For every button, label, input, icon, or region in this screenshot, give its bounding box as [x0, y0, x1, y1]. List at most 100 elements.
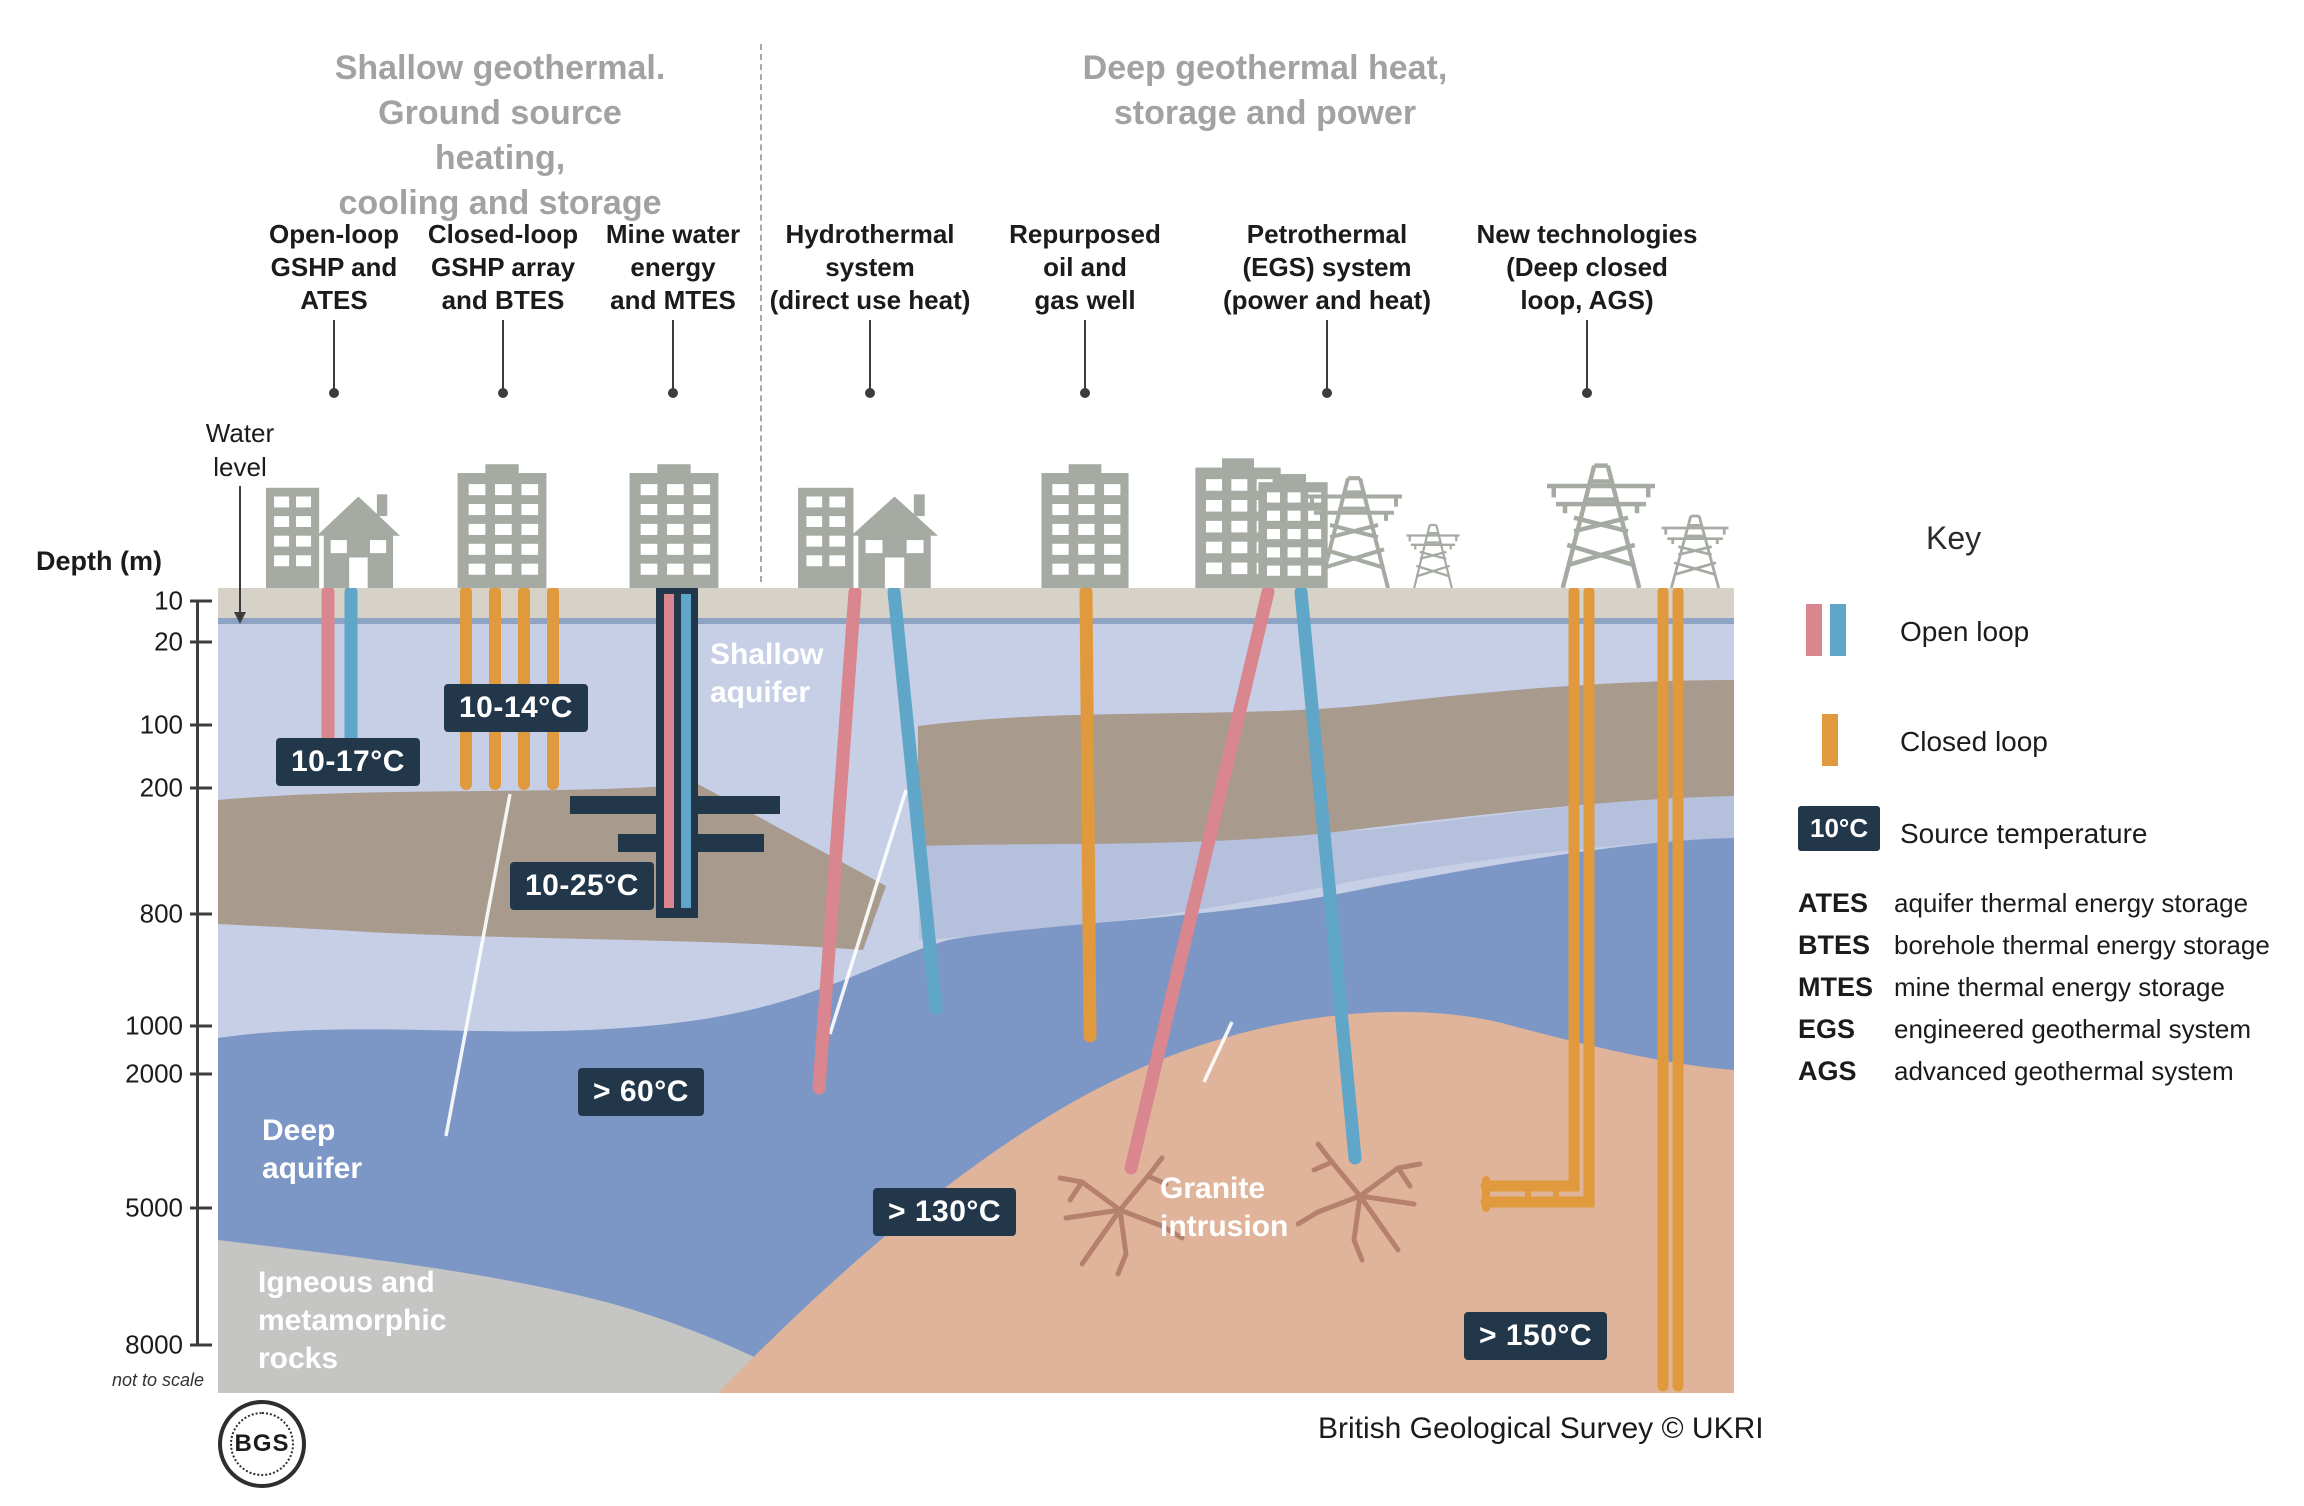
- abbreviation: ATES: [1798, 888, 1869, 918]
- leader-dot: [1080, 388, 1090, 398]
- ground-surface-layer: [218, 588, 1734, 618]
- open-loop-cool-swatch: [1830, 604, 1846, 656]
- depth-tick: 1000: [100, 1011, 212, 1042]
- temp-badge-open-loop: 10-17°C: [276, 738, 420, 786]
- water-table-line: [218, 618, 1734, 624]
- depth-tick: 10: [100, 586, 212, 617]
- abbreviation-row: AGS advanced geothermal system: [1798, 1056, 2298, 1087]
- depth-tick: 2000: [100, 1059, 212, 1090]
- open-loop-key-label: Open loop: [1900, 616, 2030, 647]
- leader-line: [333, 320, 335, 392]
- deep-closed-loop-pipe: [1480, 586, 1580, 1192]
- depth-tick-label: 5000: [125, 1192, 183, 1223]
- depth-tick-mark: [190, 786, 212, 790]
- tech-closed-loop-gshp: Closed-loop GSHP array and BTES: [388, 218, 618, 398]
- tech-new-technologies: New technologies (Deep closed loop, AGS): [1452, 218, 1722, 398]
- leader-dot: [1582, 388, 1592, 398]
- source-temperature-badge: 10°C: [1798, 806, 1881, 851]
- mine-water-structure: [570, 588, 780, 918]
- depth-tick-mark: [190, 723, 212, 727]
- bgs-logo-text: BGS: [230, 1412, 294, 1476]
- shallow-deep-divider-line: [760, 44, 762, 582]
- depth-tick-label: 20: [154, 626, 183, 657]
- tech-label: Hydrothermal system (direct use heat): [769, 219, 971, 315]
- repurposed-well-pipe: [1079, 585, 1097, 1043]
- key-title: Key: [1926, 520, 1982, 556]
- apartment-building-icon: [457, 464, 547, 588]
- closed-loop-swatch: [1822, 714, 1838, 766]
- credit-line: British Geological Survey © UKRI: [1318, 1412, 1764, 1445]
- depth-tick: 200: [100, 773, 212, 804]
- depth-tick: 20: [100, 627, 212, 658]
- depth-tick-label: 200: [139, 772, 183, 803]
- igneous-rock-layer: [218, 1240, 828, 1393]
- leader-line: [1084, 320, 1086, 392]
- egs-warm-pipe: [1124, 585, 1275, 1175]
- depth-axis-title: Depth (m): [36, 546, 162, 576]
- depth-tick: 8000: [100, 1330, 212, 1361]
- abbreviation-definition: mine thermal energy storage: [1894, 972, 2225, 1002]
- igneous-rocks-label: Igneous and metamorphic rocks: [258, 1266, 447, 1375]
- temp-badge-granite-upper: > 130°C: [873, 1188, 1017, 1236]
- temp-badge-deep-aquifer: > 60°C: [578, 1068, 704, 1116]
- water-level-arrow-icon: [234, 486, 246, 624]
- depth-tick-label: 1000: [125, 1010, 183, 1041]
- depth-tick-label: 2000: [125, 1058, 183, 1089]
- leader-line: [1326, 320, 1328, 392]
- depth-tick: 5000: [100, 1193, 212, 1224]
- tech-hydrothermal: Hydrothermal system (direct use heat): [755, 218, 985, 398]
- leader-line: [869, 320, 871, 392]
- cross-section: Shallow aquifer 10-17°C 10-14°C 10-25°C …: [218, 585, 1734, 1393]
- tech-repurposed-well: Repurposed oil and gas well: [970, 218, 1200, 398]
- temp-badge-granite-deep: > 150°C: [1464, 1312, 1608, 1360]
- depth-tick-label: 800: [139, 898, 183, 929]
- apartment-building-icon: [629, 464, 719, 588]
- depth-tick-mark: [190, 599, 212, 603]
- temp-badge-mine-water: 10-25°C: [510, 862, 654, 910]
- leader-line: [672, 320, 674, 392]
- fault-lines: [444, 789, 1234, 1137]
- leader-dot: [865, 388, 875, 398]
- tech-label: Mine water energy and MTES: [605, 219, 741, 315]
- deep-closed-loop-pipe: [1480, 586, 1595, 1208]
- granite-intrusion-label: Granite intrusion: [1160, 1172, 1289, 1243]
- cross-section-drawing: [218, 585, 1734, 1393]
- tech-mine-water: Mine water energy and MTES: [558, 218, 788, 398]
- shallow-geothermal-title: Shallow geothermal. Ground source heatin…: [334, 49, 666, 222]
- depth-tick-mark: [190, 1072, 212, 1076]
- abbreviation-row: ATES aquifer thermal energy storage: [1798, 888, 2298, 919]
- pylon-icon: [1405, 523, 1461, 588]
- apartment-building-icon: [1041, 464, 1129, 588]
- closed-loop-key-label: Closed loop: [1900, 726, 2048, 757]
- depth-tick-mark: [190, 640, 212, 644]
- abbreviation: MTES: [1798, 972, 1874, 1002]
- tech-label: Repurposed oil and gas well: [1009, 219, 1161, 315]
- hydrothermal-warm-pipe: [812, 585, 862, 1095]
- leader-dot: [329, 388, 339, 398]
- tech-label: Petrothermal (EGS) system (power and hea…: [1222, 219, 1431, 315]
- tech-open-loop-gshp: Open-loop GSHP and ATES: [219, 218, 449, 398]
- abbreviation-definition: advanced geothermal system: [1894, 1056, 2234, 1086]
- abbreviation-row: EGS engineered geothermal system: [1798, 1014, 2298, 1045]
- clay-layer-right: [918, 680, 1734, 846]
- tech-label: Closed-loop GSHP array and BTES: [427, 219, 579, 315]
- abbreviation-row: BTES borehole thermal energy storage: [1798, 930, 2298, 961]
- abbreviation-definition: aquifer thermal energy storage: [1894, 888, 2249, 918]
- tech-petrothermal-egs: Petrothermal (EGS) system (power and hea…: [1202, 218, 1452, 398]
- abbreviation-list: ATES aquifer thermal energy storage BTES…: [1798, 888, 2298, 1098]
- pylon-icon: [1298, 466, 1410, 588]
- leader-dot: [1322, 388, 1332, 398]
- leader-line: [1586, 320, 1588, 392]
- depth-tick-label: 10: [154, 585, 183, 616]
- abbreviation: BTES: [1798, 930, 1871, 960]
- deep-geothermal-title: Deep geothermal heat, storage and power: [1082, 49, 1448, 132]
- leader-dot: [668, 388, 678, 398]
- pylon-icon: [1660, 514, 1730, 588]
- depth-tick-mark: [190, 912, 212, 916]
- shallow-aquifer-label: Shallow aquifer: [710, 638, 824, 709]
- deep-aquifer-label: Deep aquifer: [262, 1114, 363, 1185]
- temp-badge-closed-loop: 10-14°C: [444, 684, 588, 732]
- source-temperature-key-label: Source temperature: [1900, 818, 2148, 849]
- house-building-icon: [798, 487, 938, 588]
